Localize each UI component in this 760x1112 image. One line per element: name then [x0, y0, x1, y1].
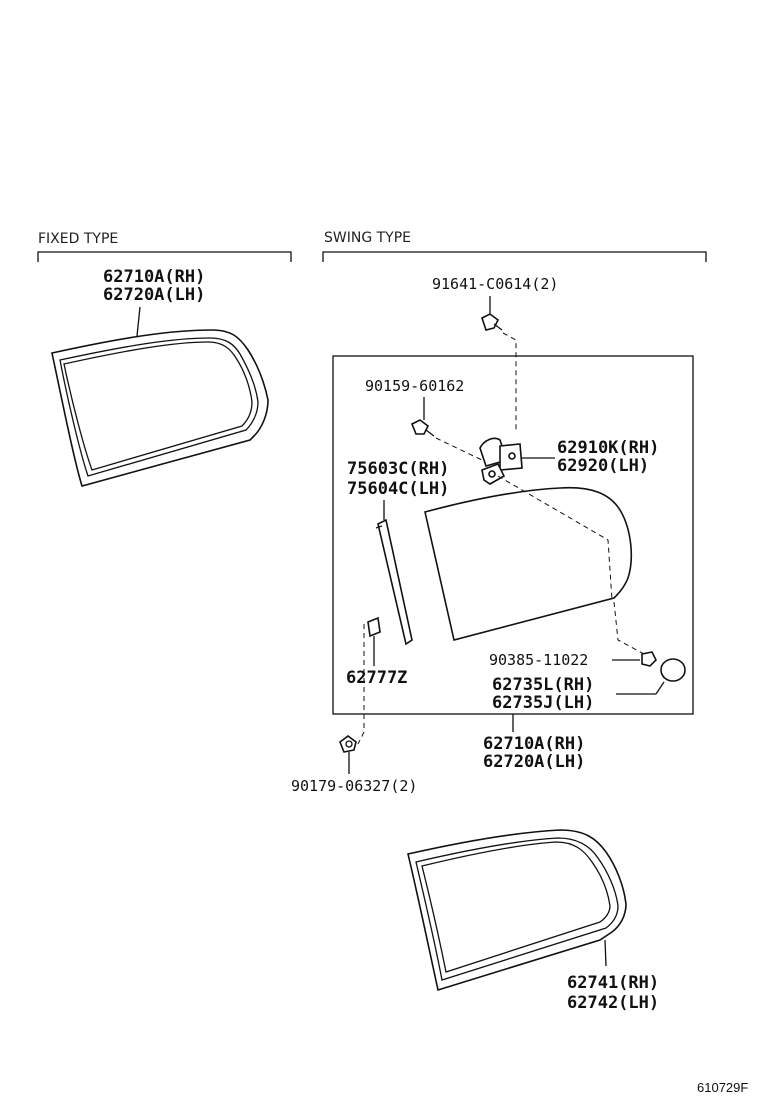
label-swing-glass-rh: 62710A(RH)	[483, 734, 585, 754]
dash-hinge-to-glass	[497, 475, 613, 601]
leader-weatherstrip	[604, 939, 607, 967]
dash-clip-to-screw	[357, 624, 365, 745]
dash-glass-to-nut	[613, 601, 645, 655]
fixed-type-header: FIXED TYPE	[38, 231, 118, 247]
label-weatherstrip-lh: 62742(LH)	[567, 993, 659, 1013]
label-screw: 90159-60162	[365, 377, 464, 395]
label-molding-lh: 75604C(LH)	[347, 479, 449, 499]
leader-fixed-glass	[136, 306, 141, 337]
molding-strip	[375, 518, 413, 646]
weatherstrip	[407, 829, 627, 992]
label-cushion-rh: 62735L(RH)	[492, 675, 594, 695]
bolt-icon	[481, 313, 503, 331]
label-nut: 90385-11022	[489, 651, 588, 669]
dash-screw-to-hinge	[435, 437, 487, 463]
cushion-icon	[660, 658, 686, 682]
nut-icon	[641, 651, 657, 667]
label-weatherstrip-rh: 62741(RH)	[567, 973, 659, 993]
hinge-icon	[479, 437, 523, 485]
swing-quarter-glass	[424, 486, 633, 641]
label-fixed-glass-rh: 62710A(RH)	[103, 267, 205, 287]
label-fixed-glass-lh: 62720A(LH)	[103, 285, 205, 305]
leader-cushion-angle	[655, 681, 665, 695]
label-hinge-lh: 62920(LH)	[557, 456, 649, 476]
dash-bolt-to-hinge	[502, 332, 517, 432]
label-hinge-rh: 62910K(RH)	[557, 438, 659, 458]
fixed-type-bracket	[37, 251, 292, 262]
label-bolt-top: 91641-C0614(2)	[432, 275, 558, 293]
label-cushion-lh: 62735J(LH)	[492, 693, 594, 713]
figure-number: 610729F	[697, 1080, 748, 1095]
label-swing-glass-lh: 62720A(LH)	[483, 752, 585, 772]
fixed-quarter-glass	[51, 329, 269, 487]
label-clip-screw: 90179-06327(2)	[291, 777, 417, 795]
label-molding-rh: 75603C(RH)	[347, 459, 449, 479]
label-clip: 62777Z	[346, 668, 407, 688]
swing-type-header: SWING TYPE	[324, 230, 411, 246]
swing-type-bracket	[322, 251, 707, 262]
clip-icon	[367, 616, 381, 638]
screw-icon	[410, 419, 435, 437]
clip-screw-icon	[339, 735, 357, 753]
